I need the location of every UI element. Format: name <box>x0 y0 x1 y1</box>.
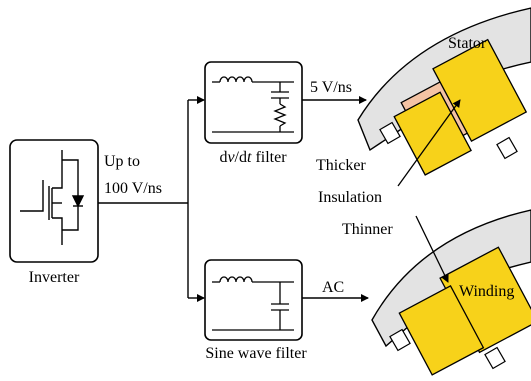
dvdt-inductor <box>219 76 253 83</box>
sine-filter-block: Sine wave filter <box>204 259 307 362</box>
inverter-label: Inverter <box>29 269 80 286</box>
dvdt-filter-label: dv/dt filter <box>219 149 287 166</box>
sine-inductor <box>219 276 253 283</box>
up-to-label: Up to <box>104 153 140 170</box>
sine-filter-label: Sine wave filter <box>205 345 307 362</box>
insulation-label: Insulation <box>318 189 382 206</box>
insulation-pointers <box>397 99 461 283</box>
ac-label: AC <box>322 279 344 296</box>
dvdt-resistor <box>273 103 287 127</box>
winding-bottom-left <box>398 285 485 376</box>
signal-lines <box>98 96 369 302</box>
inverter-box <box>9 139 99 263</box>
dvdt-filter-block: dv/dt filter <box>204 61 303 166</box>
mosfet-symbol <box>20 150 85 245</box>
motor-bottom: Winding <box>371 209 531 376</box>
thicker-label: Thicker <box>316 157 366 174</box>
five-v-ns-label: 5 V/ns <box>310 79 352 96</box>
dvdt-filter-box <box>204 61 303 144</box>
stator-label: Stator <box>448 35 487 52</box>
winding-top-left <box>393 91 472 176</box>
slot-top-right <box>496 136 518 160</box>
slot-top-left <box>379 121 401 145</box>
up-to-value-label: 100 V/ns <box>104 180 162 197</box>
sine-filter-box <box>204 259 303 341</box>
thinner-label: Thinner <box>342 221 393 238</box>
winding-top-right <box>432 38 528 142</box>
pointer-to-thinner <box>415 215 449 283</box>
inverter-block: Inverter <box>9 139 99 286</box>
slot-bottom-left <box>389 328 411 352</box>
winding-label: Winding <box>459 283 514 300</box>
motor-top: Stator <box>357 7 531 176</box>
pointer-to-thicker <box>397 99 461 187</box>
slot-bottom-right <box>484 346 506 370</box>
